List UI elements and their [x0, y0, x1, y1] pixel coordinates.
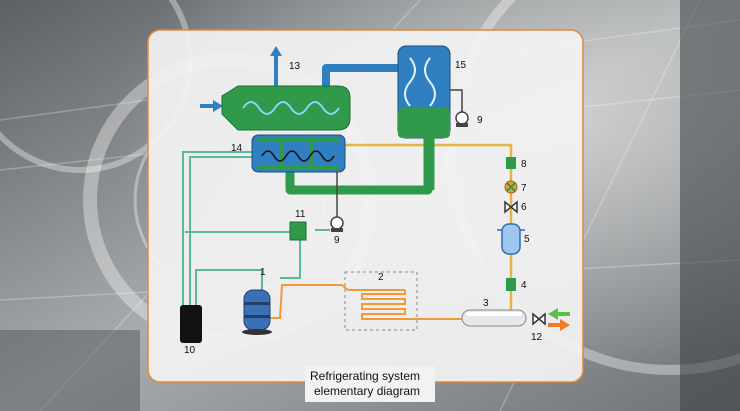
label-9-top: 9: [477, 115, 483, 126]
label-9-bottom: 9: [334, 235, 340, 246]
label-14: 14: [231, 143, 243, 154]
label-8: 8: [521, 159, 527, 170]
filter-4: [506, 278, 516, 291]
green-inlet-arrow-icon: [548, 308, 570, 320]
yellow-pipe: [345, 143, 513, 310]
orange-outlet-arrow-icon: [548, 319, 570, 331]
label-5: 5: [524, 234, 530, 245]
gauge-9-top: [450, 89, 469, 127]
receiver-10: [180, 305, 202, 343]
caption-backdrop: [305, 366, 435, 402]
separator-15: [397, 45, 451, 139]
label-15: 15: [455, 60, 467, 71]
label-6: 6: [521, 202, 527, 213]
label-11: 11: [295, 209, 306, 220]
label-1: 1: [260, 267, 266, 278]
dryer-5: [497, 223, 525, 255]
sight-glass-7: [504, 180, 518, 194]
caption-line-2: elementary diagram: [314, 384, 420, 398]
gauge-9-bottom: [330, 172, 344, 232]
orange-pipes: [268, 284, 462, 320]
label-3: 3: [483, 298, 489, 309]
label-13: 13: [289, 61, 301, 72]
label-12: 12: [531, 332, 543, 343]
condenser-box-2: [344, 271, 418, 331]
label-4: 4: [521, 280, 527, 291]
filter-8: [506, 157, 516, 169]
inlet-arrow-icon: [213, 100, 223, 112]
valve-box-11: [289, 221, 307, 241]
outlet-arrow-icon: [270, 46, 282, 56]
valve-icon: [504, 200, 518, 214]
water-valve-12: [532, 312, 546, 326]
label-10: 10: [184, 345, 196, 356]
caption-line-1: Refrigerating system: [310, 369, 420, 383]
tank-3: [461, 309, 527, 327]
heat-exchanger-13: [221, 85, 351, 131]
label-2: 2: [378, 272, 384, 283]
blue-pipes: [322, 64, 400, 90]
green-control-lines: [182, 151, 330, 305]
compressor-1: [242, 289, 272, 335]
label-7: 7: [521, 183, 527, 194]
heat-exchanger-14: [251, 134, 346, 173]
